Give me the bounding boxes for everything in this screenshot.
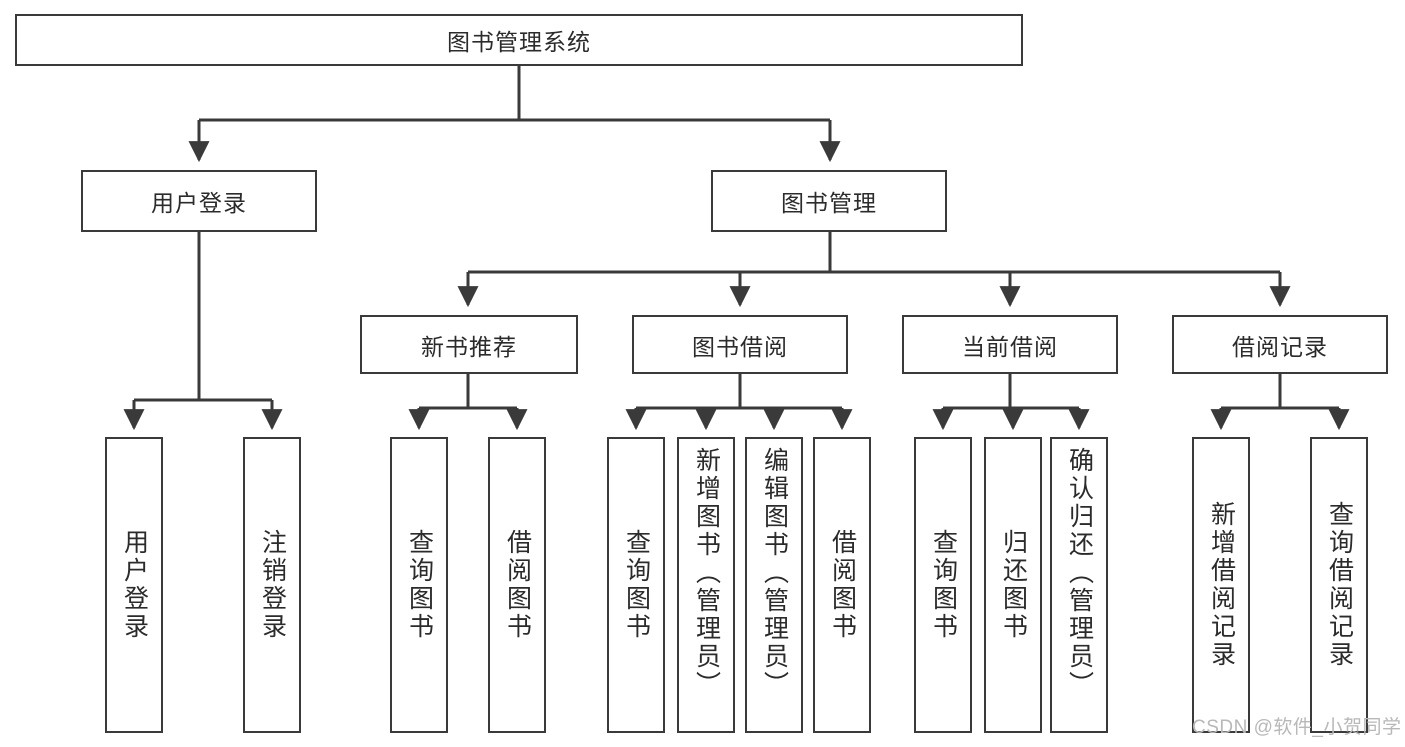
node-label: 图书管理 xyxy=(781,190,877,216)
leaf-query-book-current[interactable]: 查询图书 xyxy=(914,437,972,733)
node-label: 查询图书 xyxy=(929,529,958,641)
leaf-borrow-book-recommend[interactable]: 借阅图书 xyxy=(488,437,546,733)
node-label: 借阅图书 xyxy=(503,529,532,641)
watermark-text: CSDN @软件_小贺同学 xyxy=(1192,717,1402,738)
node-label: 借阅记录 xyxy=(1232,333,1328,360)
leaf-user-login[interactable]: 用户登录 xyxy=(105,437,163,733)
node-book-borrow[interactable]: 图书借阅 xyxy=(632,315,848,374)
node-label: 新增借阅记录 xyxy=(1207,501,1236,669)
leaf-borrow-book[interactable]: 借阅图书 xyxy=(813,437,871,733)
node-label: 新书推荐 xyxy=(421,333,517,360)
leaf-edit-book-admin[interactable]: 编辑图书（管理员） xyxy=(745,437,803,733)
node-label: 图书管理系统 xyxy=(447,29,591,55)
node-label: 用户登录 xyxy=(151,190,247,216)
leaf-query-book-borrow[interactable]: 查询图书 xyxy=(607,437,665,733)
node-label: 查询图书 xyxy=(622,529,651,641)
node-label: 图书借阅 xyxy=(692,333,788,360)
node-label: 用户登录 xyxy=(120,529,149,641)
node-label: 注销登录 xyxy=(258,529,287,641)
node-label: 查询借阅记录 xyxy=(1325,501,1354,669)
leaf-confirm-return-admin[interactable]: 确认归还（管理员） xyxy=(1050,437,1108,733)
node-borrow-record[interactable]: 借阅记录 xyxy=(1172,315,1388,374)
leaf-add-borrow-record[interactable]: 新增借阅记录 xyxy=(1192,437,1250,733)
node-book-management[interactable]: 图书管理 xyxy=(711,170,947,232)
node-label: 当前借阅 xyxy=(962,333,1058,360)
node-new-book-recommend[interactable]: 新书推荐 xyxy=(360,315,578,374)
node-label: 借阅图书 xyxy=(828,529,857,641)
node-label: 归还图书 xyxy=(999,529,1028,641)
node-label: 编辑图书（管理员） xyxy=(760,447,789,699)
leaf-return-book[interactable]: 归还图书 xyxy=(984,437,1042,733)
leaf-query-borrow-record[interactable]: 查询借阅记录 xyxy=(1310,437,1368,733)
node-label: 确认归还（管理员） xyxy=(1065,447,1094,699)
node-user-login[interactable]: 用户登录 xyxy=(81,170,317,232)
leaf-user-logout[interactable]: 注销登录 xyxy=(243,437,301,733)
node-label: 查询图书 xyxy=(405,529,434,641)
node-root-book-management-system[interactable]: 图书管理系统 xyxy=(15,14,1023,66)
node-current-borrow[interactable]: 当前借阅 xyxy=(902,315,1118,374)
leaf-add-book-admin[interactable]: 新增图书（管理员） xyxy=(677,437,735,733)
leaf-query-book-recommend[interactable]: 查询图书 xyxy=(390,437,448,733)
node-label: 新增图书（管理员） xyxy=(692,447,721,699)
